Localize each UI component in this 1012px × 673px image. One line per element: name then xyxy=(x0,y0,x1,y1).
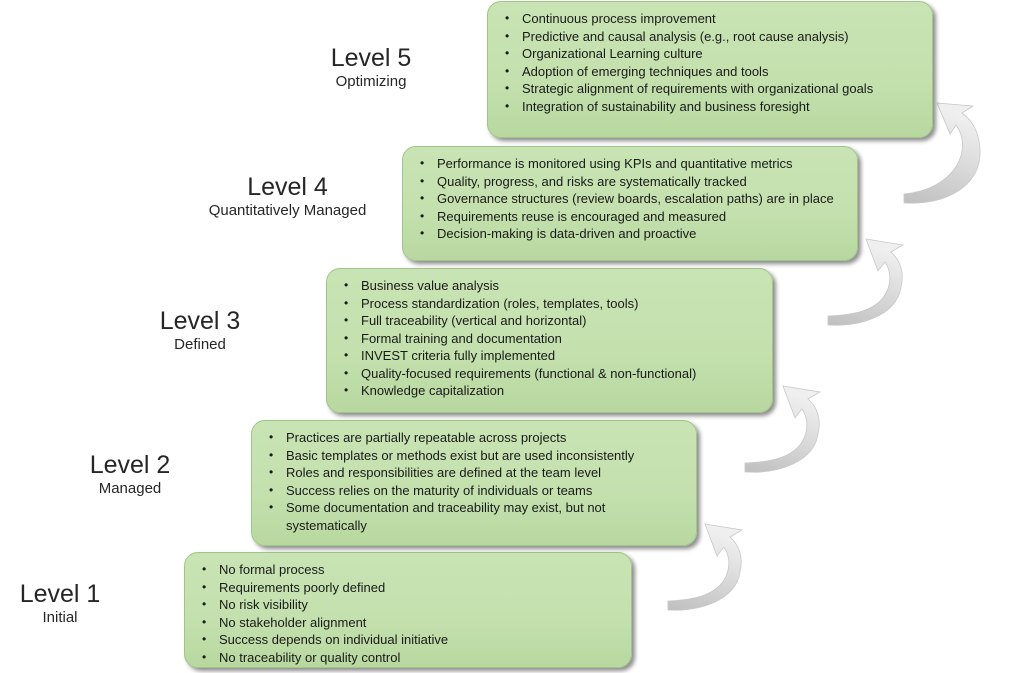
level-3-list: •Business value analysis •Process standa… xyxy=(344,277,758,400)
bullet-icon: • xyxy=(269,465,274,479)
level-2-box: •Practices are partially repeatable acro… xyxy=(251,420,697,546)
bullet-icon: • xyxy=(202,562,207,576)
level-subtitle: Quantitatively Managed xyxy=(208,202,367,219)
level-4-box: •Performance is monitored using KPIs and… xyxy=(402,146,858,261)
list-item: •Requirements reuse is encouraged and me… xyxy=(420,208,727,224)
level-1-list: •No formal process •Requirements poorly … xyxy=(202,561,617,666)
bullet-icon: • xyxy=(505,46,510,60)
bullet-icon: • xyxy=(269,500,274,514)
bullet-icon: • xyxy=(420,156,425,170)
arrow-level2-to-level3 xyxy=(744,385,822,473)
list-item: •Formal training and documentation xyxy=(344,330,562,346)
list-item: •Performance is monitored using KPIs and… xyxy=(420,156,793,171)
list-item: •Strategic alignment of requirements wit… xyxy=(505,81,874,96)
list-item: •Process standardization (roles, templat… xyxy=(344,295,639,311)
level-2-list: •Practices are partially repeatable acro… xyxy=(269,429,682,534)
list-item: •Knowledge capitalization xyxy=(344,383,505,398)
bullet-icon: • xyxy=(420,226,425,240)
list-item: •Roles and responsibilities are defined … xyxy=(269,465,602,480)
level-subtitle: Defined xyxy=(174,336,226,353)
list-item: •Predictive and causal analysis (e.g., r… xyxy=(505,28,849,44)
list-item: •Some documentation and traceability may… xyxy=(269,500,606,533)
bullet-icon: • xyxy=(344,278,349,292)
arrow-level4-to-level5 xyxy=(903,102,981,204)
level-4-label: Level 4 Quantitatively Managed xyxy=(195,173,380,220)
level-title: Level 3 xyxy=(159,307,241,335)
level-subtitle: Managed xyxy=(98,480,162,497)
level-title: Level 2 xyxy=(89,451,171,479)
bullet-icon: • xyxy=(344,365,349,380)
level-title: Level 1 xyxy=(19,580,101,608)
list-item: •Decision-making is data-driven and proa… xyxy=(420,226,697,241)
level-3-label: Level 3 Defined xyxy=(140,307,260,354)
list-item: •Success relies on the maturity of indiv… xyxy=(269,482,593,498)
bullet-icon: • xyxy=(202,614,207,629)
list-item: •Governance structures (review boards, e… xyxy=(420,191,834,206)
bullet-icon: • xyxy=(344,330,349,345)
list-item: •Business value analysis xyxy=(344,278,500,293)
level-subtitle: Optimizing xyxy=(335,73,407,90)
list-item: •Full traceability (vertical and horizon… xyxy=(344,313,587,328)
bullet-icon: • xyxy=(505,28,510,43)
level-1-box: •No formal process •Requirements poorly … xyxy=(184,552,632,668)
bullet-icon: • xyxy=(420,208,425,223)
list-item: •Continuous process improvement xyxy=(505,11,716,26)
bullet-icon: • xyxy=(505,98,510,113)
list-item: •Quality, progress, and risks are system… xyxy=(420,173,747,189)
list-item: •Practices are partially repeatable acro… xyxy=(269,430,567,445)
level-title: Level 4 xyxy=(247,173,328,201)
list-item: •No risk visibility xyxy=(202,597,308,612)
list-item: •Basic templates or methods exist but ar… xyxy=(269,447,635,463)
list-item: •No formal process xyxy=(202,562,325,577)
bullet-icon: • xyxy=(420,173,425,188)
list-item: •INVEST criteria fully implemented xyxy=(344,348,556,363)
level-subtitle: Initial xyxy=(42,609,78,626)
bullet-icon: • xyxy=(420,191,425,205)
level-5-label: Level 5 Optimizing xyxy=(311,44,431,91)
bullet-icon: • xyxy=(344,383,349,397)
bullet-icon: • xyxy=(269,482,274,497)
list-item: •Requirements poorly defined xyxy=(202,579,386,595)
bullet-icon: • xyxy=(202,649,207,664)
level-3-box: •Business value analysis •Process standa… xyxy=(326,268,773,413)
bullet-icon: • xyxy=(344,313,349,327)
list-item: •Quality-focused requirements (functiona… xyxy=(344,365,697,381)
bullet-icon: • xyxy=(269,430,274,444)
bullet-icon: • xyxy=(202,597,207,611)
list-item: •Success depends on individual initiativ… xyxy=(202,632,449,647)
level-2-label: Level 2 Managed xyxy=(70,451,190,498)
list-item: •Adoption of emerging techniques and too… xyxy=(505,63,769,79)
bullet-icon: • xyxy=(505,63,510,78)
bullet-icon: • xyxy=(344,348,349,362)
bullet-icon: • xyxy=(505,81,510,95)
bullet-icon: • xyxy=(202,579,207,594)
level-4-list: •Performance is monitored using KPIs and… xyxy=(420,155,843,243)
level-5-list: •Continuous process improvement •Predict… xyxy=(505,10,918,115)
list-item: •Organizational Learning culture xyxy=(505,46,703,61)
arrow-level3-to-level4 xyxy=(827,238,905,326)
level-5-box: •Continuous process improvement •Predict… xyxy=(487,1,933,138)
bullet-icon: • xyxy=(202,632,207,646)
list-item: •No stakeholder alignment xyxy=(202,614,367,630)
level-1-label: Level 1 Initial xyxy=(0,580,120,627)
level-title: Level 5 xyxy=(330,44,412,72)
bullet-icon: • xyxy=(505,11,510,25)
arrow-level1-to-level2 xyxy=(667,523,744,611)
bullet-icon: • xyxy=(344,295,349,310)
list-item: •Integration of sustainability and busin… xyxy=(505,98,810,114)
list-item: •No traceability or quality control xyxy=(202,649,401,665)
bullet-icon: • xyxy=(269,447,274,462)
